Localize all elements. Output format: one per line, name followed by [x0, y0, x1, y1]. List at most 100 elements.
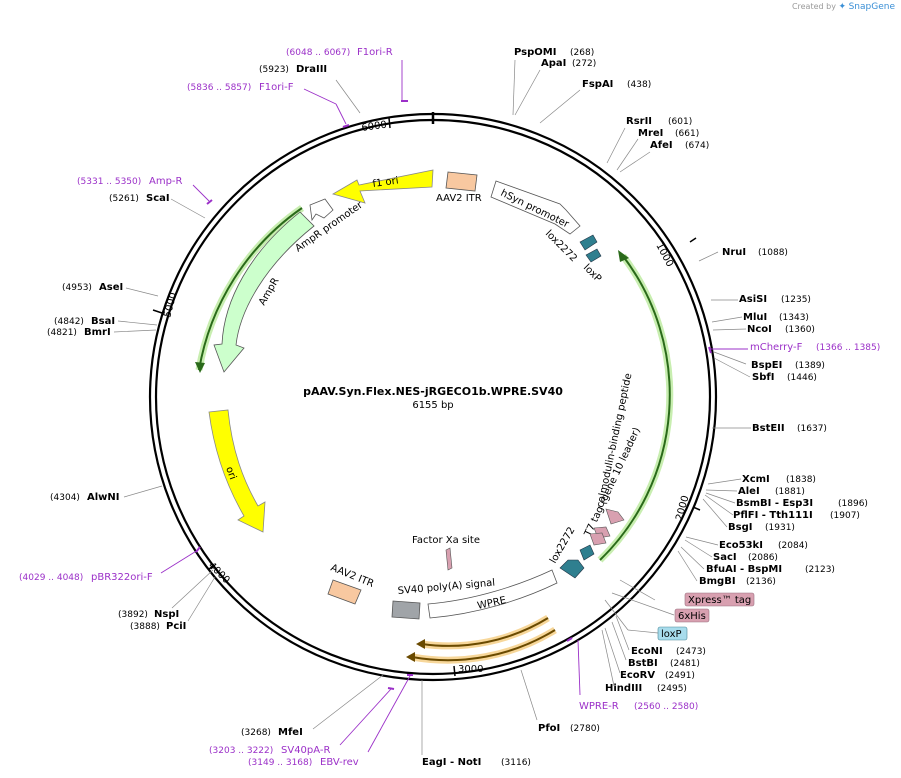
primer-sv40pa-r-pos: (3203 .. 3222)	[209, 746, 273, 756]
xpress-tag-box	[684, 592, 755, 607]
site-nrui: NruI	[722, 247, 746, 258]
site-alei: AleI	[738, 486, 760, 497]
site-mlui-pos: (1343)	[779, 313, 809, 323]
factor-xa-label: Factor Xa site	[412, 535, 480, 546]
site-afei: AfeI	[650, 140, 673, 151]
aav2-itr-top-shape	[445, 171, 478, 192]
ampr-arc	[198, 207, 303, 371]
snapgene-credit: Created by ✦ SnapGene	[792, 2, 895, 12]
primer-f1ori-r: F1ori-R	[357, 47, 393, 58]
orange-arc-1-arrowhead	[416, 639, 425, 649]
site-bsai: BsaI	[91, 316, 115, 327]
xpress-tag-shape	[605, 508, 625, 525]
site-hindiii-pos: (2495)	[657, 684, 687, 694]
primer-pbr322ori-f: pBR322ori-F	[91, 572, 153, 583]
lox2272-top-label: lox2272	[543, 228, 579, 264]
loxp-top-shape	[585, 248, 602, 263]
primer-leaders	[160, 60, 748, 753]
site-apai: ApaI	[541, 58, 566, 69]
site-bmgbi: BmgBI	[699, 576, 736, 587]
site-mfei-pos: (3268)	[241, 728, 271, 738]
ampr-shape	[213, 211, 315, 373]
xpress-tag-label: Xpress™ tag	[688, 595, 751, 606]
tick-marks	[152, 117, 701, 677]
site-bfuai-bspmi: BfuAI - BspMI	[706, 564, 782, 575]
jrgeco-arrowhead	[618, 250, 629, 262]
site-leaders	[113, 59, 751, 755]
site-nspi-pos: (3892)	[118, 610, 148, 620]
site-draiii: DraIII	[296, 64, 327, 75]
primer-amp-r: Amp-R	[149, 176, 183, 187]
site-nrui-pos: (1088)	[758, 248, 788, 258]
hsyn-promoter-shape	[490, 180, 581, 235]
plasmid-length: 6155 bp	[412, 400, 453, 411]
site-mrei: MreI	[638, 128, 663, 139]
t7-tag-shape	[589, 532, 607, 546]
plasmid-name: pAAV.Syn.Flex.NES-jRGECO1b.WPRE.SV40	[303, 385, 563, 398]
site-pspomi: PspOMI	[514, 47, 556, 58]
site-alwni-pos: (4304)	[50, 493, 80, 503]
site-alei-pos: (1881)	[775, 487, 805, 497]
tick-label-3000: 3000	[458, 664, 483, 675]
site-bspei: BspEI	[751, 360, 782, 371]
his-tag-label: 6xHis	[678, 611, 706, 622]
site-bsteii-pos: (1637)	[797, 424, 827, 434]
site-eco53ki: Eco53kI	[719, 540, 763, 551]
lox2272-top-shape	[579, 234, 598, 251]
site-bsmbi-esp3i-pos: (1896)	[838, 499, 868, 509]
site-mlui: MluI	[743, 312, 767, 323]
orange-arc-1	[421, 617, 549, 647]
primer-pbr322ori-f-pos: (4029 .. 4048)	[19, 573, 83, 583]
site-saci-pos: (2086)	[748, 553, 778, 563]
site-rsrii: RsrII	[626, 116, 652, 127]
site-nspi: NspI	[154, 609, 179, 620]
site-bspei-pos: (1389)	[795, 361, 825, 371]
site-bfuai-bspmi-pos: (2123)	[805, 565, 835, 575]
site-ecorv: EcoRV	[620, 670, 655, 681]
primer-sv40pa-r: SV40pA-R	[281, 745, 330, 756]
credit-brand: SnapGene	[848, 2, 895, 12]
primer-f1ori-r-pos: (6048 .. 6067)	[286, 48, 350, 58]
site-fspai: FspAI	[582, 79, 613, 90]
site-pfoi-pos: (2780)	[570, 724, 600, 734]
factor-xa-shape	[445, 547, 453, 571]
loxp-bottom-shape	[579, 544, 595, 561]
site-afei-pos: (674)	[685, 141, 709, 151]
site-eagi-noti: EagI - NotI	[422, 757, 481, 768]
ampr-promoter-shape	[309, 198, 334, 222]
ori-label: ori	[223, 465, 238, 481]
his-tag-box	[674, 608, 710, 623]
aav2-itr-top-label: AAV2 ITR	[436, 193, 482, 204]
credit-prefix: Created by	[791, 2, 836, 11]
f1-ori-shape	[331, 169, 434, 204]
sv40-polya-shape	[391, 600, 421, 620]
orange-arc-2-arrowhead	[406, 652, 415, 662]
primer-wpre-r: WPRE-R	[579, 701, 619, 712]
tick-label-6000: 6000	[361, 120, 388, 134]
ampr-arc-arrowhead	[195, 362, 205, 373]
aav2-itr-bottom-shape	[327, 579, 362, 605]
wpre-shape	[427, 569, 558, 619]
site-alwni: AlwNI	[87, 492, 120, 503]
site-pspomi-pos: (268)	[570, 48, 594, 58]
site-ecorv-pos: (2491)	[665, 671, 695, 681]
site-rsrii-pos: (601)	[668, 117, 692, 127]
site-bmri: BmrI	[84, 327, 111, 338]
loxp-tag-label: loxP	[661, 629, 682, 640]
site-pflfi-tth111i: PflFI - Tth111I	[733, 510, 813, 521]
site-asisi: AsiSI	[739, 294, 767, 305]
f1-ori-label: f1 ori	[372, 175, 399, 190]
primer-ebv-rev: EBV-rev	[320, 757, 359, 768]
site-bsgi: BsgI	[728, 522, 752, 533]
snapgene-logo-icon: ✦	[838, 2, 847, 12]
site-bmgbi-pos: (2136)	[746, 577, 776, 587]
jrgeco-arc	[599, 255, 671, 561]
site-hindiii: HindIII	[605, 683, 642, 694]
site-pcii-pos: (3888)	[130, 622, 160, 632]
lox2272-bottom-shape	[559, 559, 585, 579]
site-xcmi-pos: (1838)	[786, 475, 816, 485]
tick-label-5000: 5000	[162, 291, 179, 318]
primer-amp-r-pos: (5331 .. 5350)	[77, 177, 141, 187]
loxp-top-label: loxP	[581, 262, 603, 284]
